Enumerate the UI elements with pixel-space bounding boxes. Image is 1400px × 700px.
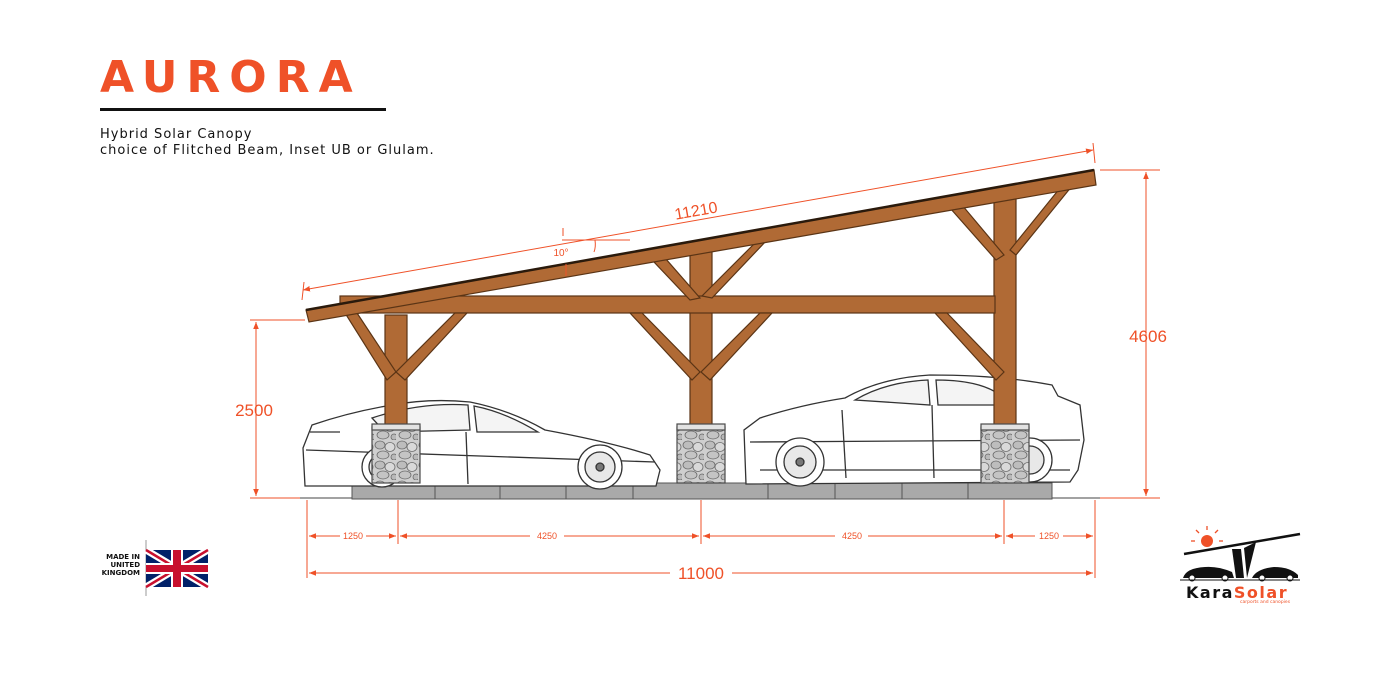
post-right [993, 197, 1017, 429]
high-height-label: 4606 [1129, 327, 1167, 346]
brand-tagline: carports and canopies [1240, 599, 1291, 605]
made-in-line-2: UNITED [110, 561, 140, 569]
made-in-line-3: KINGDOM [101, 569, 140, 577]
uk-flag-icon [144, 540, 210, 596]
svg-text:KaraSolar: KaraSolar [1186, 583, 1288, 602]
post-middle [689, 249, 713, 429]
stone-plinths [371, 423, 1030, 484]
sun-icon [1191, 526, 1223, 547]
plinth-middle [676, 426, 726, 484]
roof-angle-label: 10° [553, 248, 568, 259]
roof-length-dimension [301, 142, 1096, 301]
title-underline [100, 108, 386, 111]
high-height-dimension [1100, 169, 1160, 499]
low-height-label: 2500 [235, 401, 273, 420]
roof-length-label: 11210 [673, 199, 719, 223]
plinth-left [371, 426, 421, 484]
span-3-label: 4250 [842, 531, 862, 541]
brand-name-part2: Solar [1234, 583, 1288, 602]
span-1-label: 1250 [343, 531, 363, 541]
made-in-uk-badge: MADE IN UNITED KINGDOM [100, 553, 140, 577]
roof-angle-marker [562, 228, 630, 276]
subtitle-line-1: Hybrid Solar Canopy [100, 127, 253, 142]
saloon-car [302, 399, 661, 490]
low-height-dimension [250, 319, 305, 499]
karasolar-logo-icon: KaraSolar carports and canopies [1180, 526, 1301, 605]
span-dimensions [306, 500, 1096, 578]
overall-width-label: 11000 [678, 564, 724, 583]
span-4-label: 1250 [1039, 531, 1059, 541]
made-in-line-1: MADE IN [106, 553, 140, 561]
page-title: AURORA [100, 52, 362, 103]
span-2-label: 4250 [537, 531, 557, 541]
brand-name-part1: Kara [1186, 583, 1234, 602]
plinth-right [980, 426, 1030, 484]
suv-car [743, 374, 1085, 487]
